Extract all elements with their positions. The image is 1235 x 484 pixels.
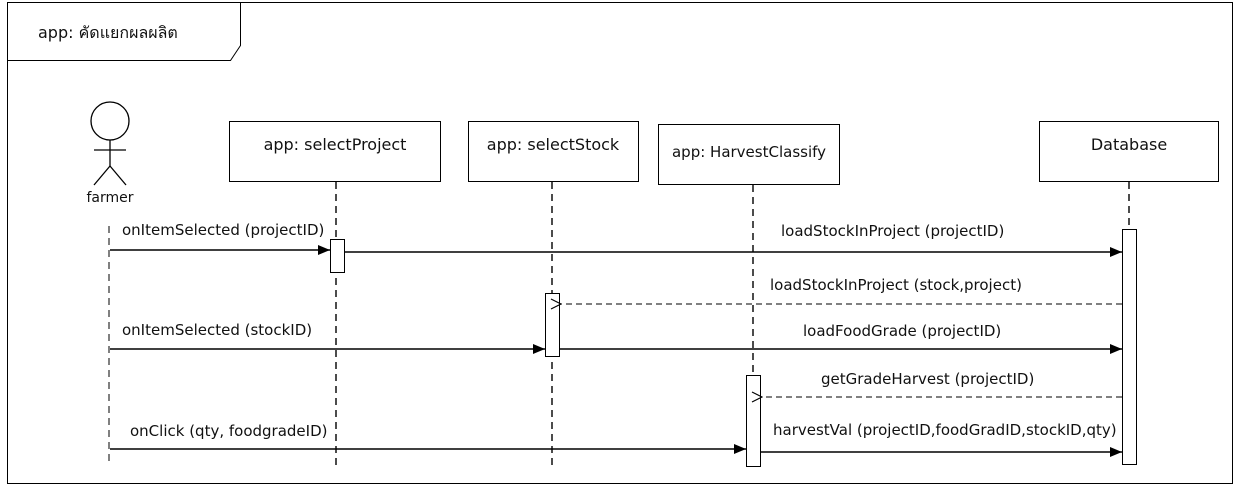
- frame-title-tab: [7, 2, 241, 61]
- lifeline-head-select-stock: [468, 121, 639, 182]
- message-label-7: onClick (qty, foodgradeID): [130, 422, 327, 440]
- lifeline-label-database: Database: [1091, 135, 1167, 154]
- message-label-8: harvestVal (projectID,foodGradID,stockID…: [773, 421, 1117, 439]
- frame-title: app: คัดแยกผลผลิต: [38, 23, 178, 42]
- frame-border: [7, 2, 1233, 484]
- message-label-2: loadStockInProject (projectID): [781, 222, 1004, 240]
- activation-select-project: [330, 239, 345, 273]
- lifeline-head-harvest-classify: [658, 124, 840, 185]
- lifeline-label-select-project: app: selectProject: [264, 135, 407, 154]
- lifeline-label-harvest-classify: app: HarvestClassify: [672, 143, 826, 161]
- actor-left-leg: [93, 165, 111, 186]
- actor-label: farmer: [86, 190, 133, 206]
- actor-right-leg: [109, 165, 127, 186]
- activation-harvest-classify: [746, 375, 761, 467]
- lifeline-label-select-stock: app: selectStock: [487, 135, 620, 154]
- message-label-5: loadFoodGrade (projectID): [803, 322, 1001, 340]
- message-label-3: loadStockInProject (stock,project): [770, 276, 1022, 294]
- message-label-1: onItemSelected (projectID): [122, 221, 324, 239]
- message-label-6: getGradeHarvest (projectID): [821, 370, 1034, 388]
- activation-database: [1122, 229, 1137, 465]
- message-label-4: onItemSelected (stockID): [122, 321, 312, 339]
- lifeline-head-select-project: [229, 121, 441, 182]
- actor-head: [90, 101, 130, 141]
- actor-farmer: [90, 101, 130, 186]
- activation-select-stock: [545, 293, 560, 357]
- lifeline-head-database: [1039, 121, 1219, 182]
